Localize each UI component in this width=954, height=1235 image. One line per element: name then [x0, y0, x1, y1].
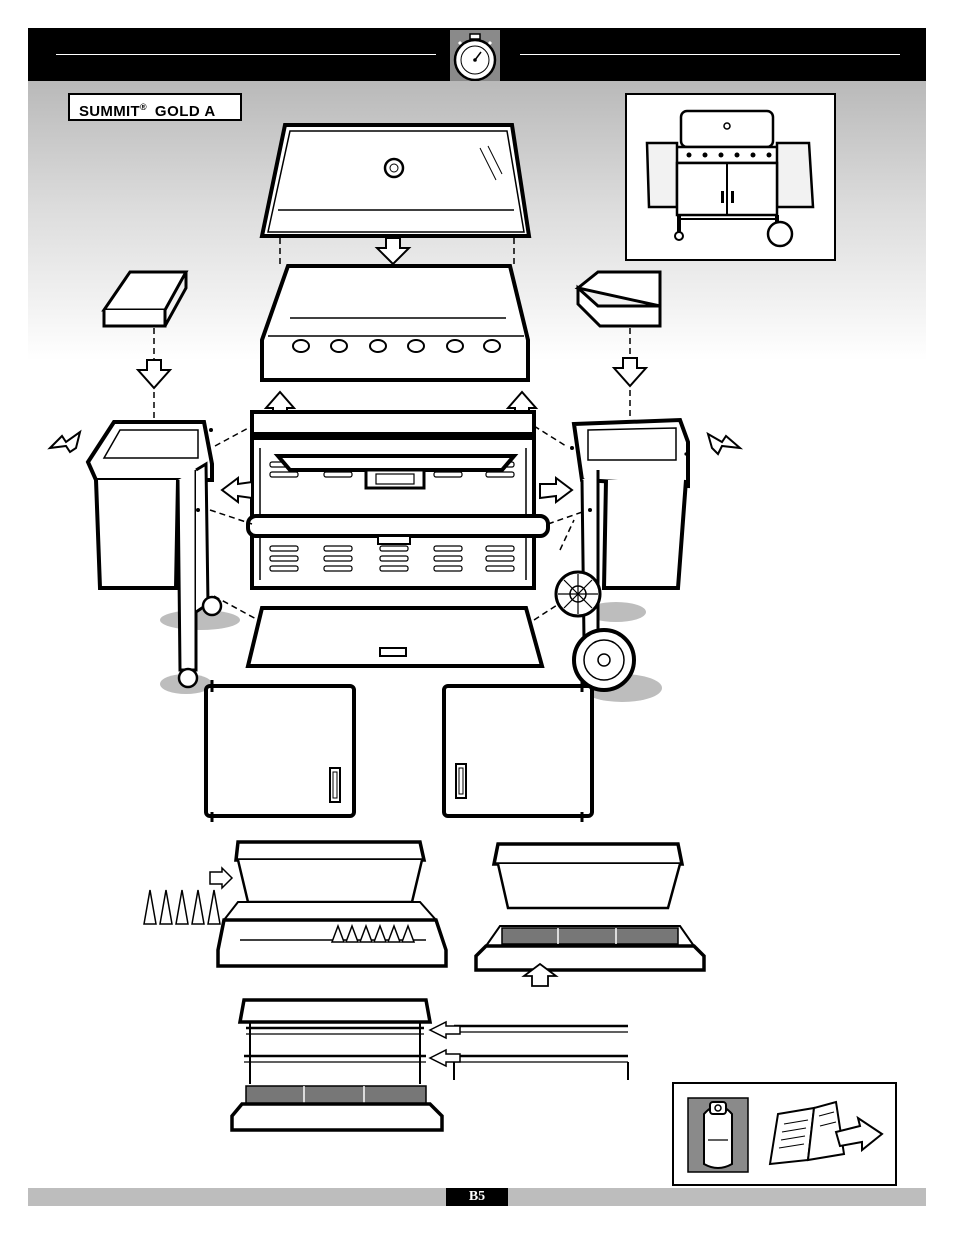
arrow-down-icon: [377, 238, 409, 264]
grill-lid: [262, 125, 529, 236]
left-cart: [88, 422, 240, 694]
left-side-shelf: [104, 272, 186, 326]
page-number: B5: [446, 1188, 508, 1206]
notice-box: [672, 1082, 897, 1186]
arrow-left-icon: [430, 1022, 460, 1038]
right-cart: [556, 420, 690, 702]
cookbox: [262, 266, 528, 380]
grill-open-warming-racks: [232, 1000, 628, 1130]
left-door: [206, 680, 354, 822]
arrow-right-icon: [540, 478, 572, 502]
flavorizer-bars-loose: [144, 890, 220, 924]
center-frame: [248, 412, 548, 588]
arrow-left-icon: [708, 434, 740, 454]
arrow-left-icon: [430, 1050, 460, 1066]
owners-guide-icon: [770, 1102, 882, 1164]
arrow-right-icon: [210, 868, 232, 888]
arrow-left-icon: [222, 478, 252, 502]
arrow-right-icon: [50, 432, 80, 452]
grill-open-flavorizer-bars: [144, 842, 446, 966]
right-door: [444, 680, 592, 822]
arrow-down-icon: [138, 360, 170, 388]
grill-open-cooking-grates: [476, 844, 704, 986]
propane-tank-icon: [688, 1098, 748, 1172]
bottom-shelf: [248, 608, 542, 666]
arrow-down-icon: [614, 358, 646, 386]
right-side-shelf: [578, 272, 660, 326]
